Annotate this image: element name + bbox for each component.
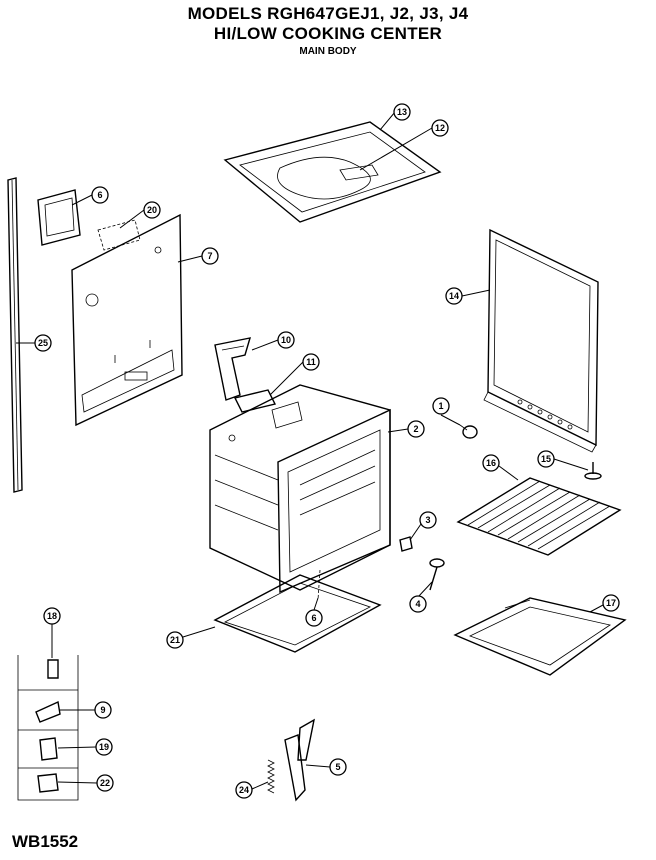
svg-text:18: 18 [47,611,57,621]
svg-text:14: 14 [449,291,459,301]
diagram-code: WB1552 [12,832,79,851]
part-door-frame [483,228,599,453]
part-fitting-4 [429,558,445,591]
part-back-panel [71,213,183,427]
part-handle-5 [284,718,315,802]
svg-text:17: 17 [606,598,616,608]
callout-17: 17 [602,594,620,612]
callout-7: 7 [201,247,219,265]
svg-text:21: 21 [170,635,180,645]
svg-text:2: 2 [413,424,418,434]
svg-text:1: 1 [438,401,443,411]
callout-25: 25 [34,334,52,352]
svg-text:3: 3 [425,515,430,525]
svg-text:25: 25 [38,338,48,348]
callout-16: 16 [482,454,500,472]
callout-6-upper: 6 [91,186,109,204]
callout-2: 2 [407,420,425,438]
svg-text:5: 5 [335,762,340,772]
callout-10: 10 [277,331,295,349]
callout-1: 1 [432,397,450,415]
svg-text:9: 9 [100,705,105,715]
callout-20: 20 [143,201,161,219]
callout-15: 15 [537,450,555,468]
svg-text:24: 24 [239,785,249,795]
part-broiler-pan [453,597,627,676]
callout-12: 12 [431,119,449,137]
leader-lines [16,111,604,790]
svg-text:6: 6 [311,613,316,623]
svg-text:16: 16 [486,458,496,468]
callout-11: 11 [302,353,320,371]
part-fitting-3 [399,536,413,552]
svg-text:10: 10 [281,335,291,345]
part-6-lower [317,569,321,601]
svg-text:11: 11 [306,357,316,367]
diagram-subtitle-section: MAIN BODY [299,46,357,57]
part-base-pan [213,574,382,653]
diagram-title-models: MODELS RGH647GEJ1, J2, J3, J4 [187,4,469,23]
callout-13: 13 [393,103,411,121]
svg-text:20: 20 [147,205,157,215]
part-spring-24 [267,759,275,794]
callout-14: 14 [445,287,463,305]
svg-text:19: 19 [99,742,109,752]
callout-19: 19 [95,738,113,756]
callout-24: 24 [235,781,253,799]
callout-21: 21 [166,631,184,649]
callout-6-lower: 6 [305,609,323,627]
callout-3: 3 [419,511,437,529]
callout-5: 5 [329,758,347,776]
callout-4: 4 [409,595,427,613]
svg-text:7: 7 [207,251,212,261]
part-main-body [209,384,391,594]
part-top-cover [223,121,442,223]
svg-text:22: 22 [100,778,110,788]
part-bracket-6-upper [37,189,81,246]
part-hardware-box [17,655,79,801]
svg-text:6: 6 [97,190,102,200]
callout-9: 9 [94,701,112,719]
part-leveler-15 [584,462,602,480]
diagram-title-product: HI/LOW COOKING CENTER [213,24,443,43]
part-harness-10 [214,337,251,401]
svg-text:13: 13 [397,107,407,117]
svg-text:4: 4 [415,599,420,609]
callout-18: 18 [43,607,61,625]
part-knob-1 [459,424,478,439]
svg-text:15: 15 [541,454,551,464]
svg-text:12: 12 [435,123,445,133]
callout-22: 22 [96,774,114,792]
part-bracket-11 [233,389,277,413]
part-20-bracket [97,219,141,251]
part-trim-strip [7,177,23,493]
part-oven-rack [456,477,622,556]
